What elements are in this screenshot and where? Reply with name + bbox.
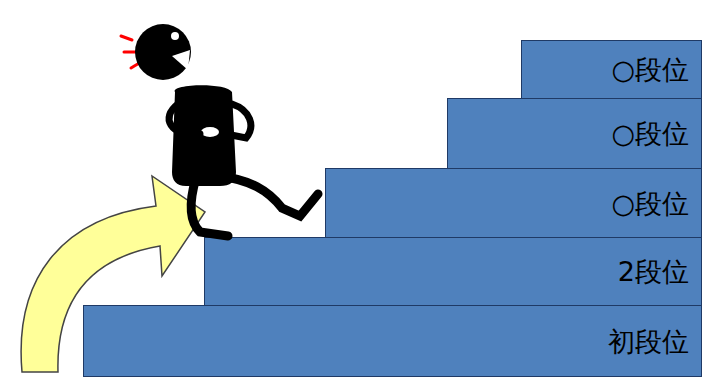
stair-step: 2段位 [204, 237, 702, 306]
step-label: 2段位 [618, 258, 689, 285]
stair-step: ○段位 [447, 98, 702, 169]
red-marks [121, 36, 141, 68]
curved-arrow [21, 176, 205, 372]
step-label: ○段位 [611, 120, 689, 147]
step-label: ○段位 [611, 56, 689, 83]
stair-step: 初段位 [83, 305, 702, 377]
stair-step: ○段位 [521, 40, 702, 99]
running-figure [135, 24, 318, 236]
step-label: 初段位 [608, 328, 689, 355]
step-label: ○段位 [611, 190, 689, 217]
stair-step: ○段位 [325, 168, 702, 238]
